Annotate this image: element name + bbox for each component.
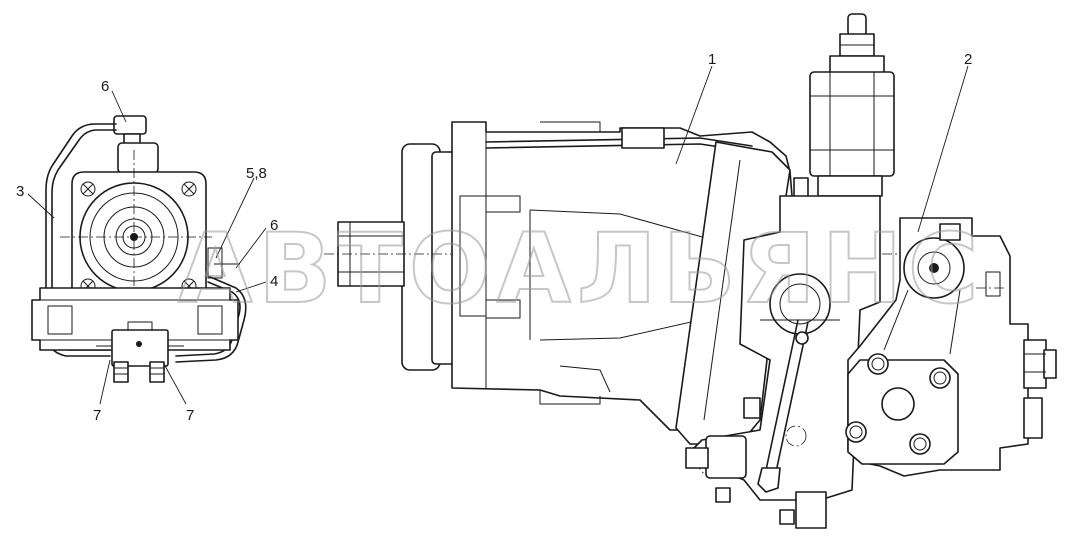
watermark: АВТОАЛЬЯНС [178,213,984,325]
callout-4: 4 [270,273,278,290]
callout-2: 2 [964,51,972,68]
pump-end-view [31,115,247,383]
callout-7-left: 7 [93,407,101,424]
control-block [675,141,791,445]
callout-1: 1 [708,51,716,68]
pump-side-view [324,13,1057,529]
callout-6-top: 6 [101,78,109,95]
bottom-valve-block [111,329,169,367]
callout-3: 3 [16,183,24,200]
relief-valve [809,13,895,197]
leader-lines [27,65,969,405]
top-fitting [113,115,159,174]
callout-5-8: 5,8 [246,165,267,182]
callout-7-right: 7 [186,407,194,424]
callouts: 6 3 5,8 6 4 7 7 1 2 [16,51,972,424]
callout-6-right: 6 [270,217,278,234]
